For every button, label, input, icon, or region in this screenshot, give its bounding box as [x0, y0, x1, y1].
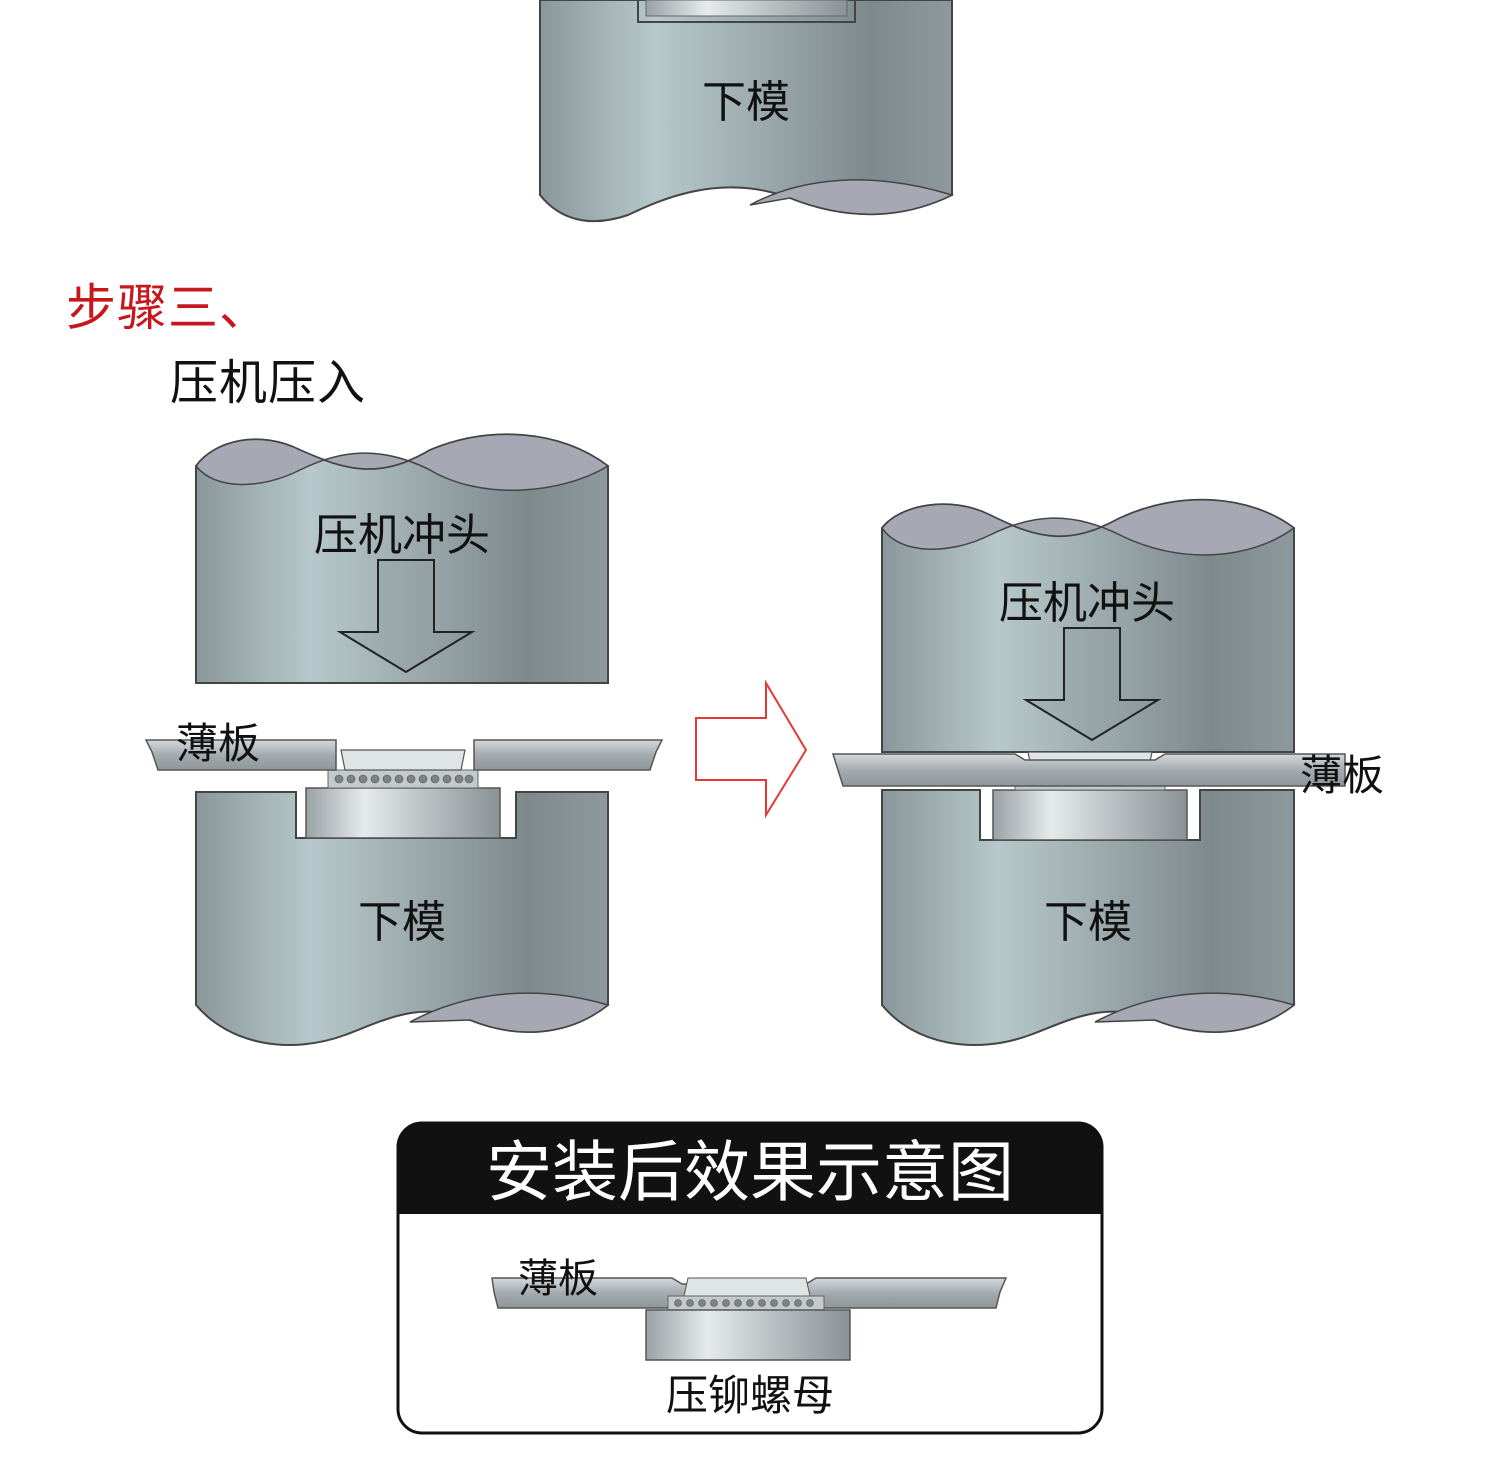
- right-lower-die: 下模: [881, 751, 1296, 1046]
- right-press-punch: 压机冲头: [881, 498, 1296, 753]
- result-panel: 安装后效果示意图 薄板 压铆螺母: [396, 1121, 1104, 1435]
- right-die-label: 下模: [1044, 897, 1132, 948]
- transition-arrow-icon: [695, 679, 808, 819]
- left-sheet-label: 薄板: [176, 719, 260, 768]
- step-title: 步骤三、: [66, 279, 270, 337]
- result-panel-header: [398, 1123, 1102, 1214]
- result-assembly: 薄板 压铆螺母: [491, 1256, 1008, 1420]
- left-die-label: 下模: [358, 897, 446, 948]
- result-sheet-label: 薄板: [518, 1256, 598, 1302]
- top-die-label: 下模: [702, 77, 790, 128]
- left-thin-sheet: 薄板: [144, 719, 664, 771]
- after-press-diagram: 压机冲头 下模 薄板: [831, 498, 1384, 1046]
- result-nut-label: 压铆螺母: [666, 1371, 834, 1420]
- result-panel-title: 安装后效果示意图: [486, 1134, 1014, 1211]
- step-subtitle: 压机压入: [170, 355, 367, 411]
- left-lower-die: 下模: [195, 749, 610, 1046]
- before-press-diagram: 压机冲头 下模 薄板: [144, 433, 664, 1046]
- left-punch-label: 压机冲头: [314, 510, 490, 561]
- right-sheet-label: 薄板: [1300, 751, 1384, 800]
- right-thin-sheet: 薄板: [831, 751, 1384, 800]
- right-punch-label: 压机冲头: [999, 578, 1175, 629]
- top-lower-die: 下模: [539, 0, 955, 223]
- left-press-punch: 压机冲头: [195, 433, 610, 684]
